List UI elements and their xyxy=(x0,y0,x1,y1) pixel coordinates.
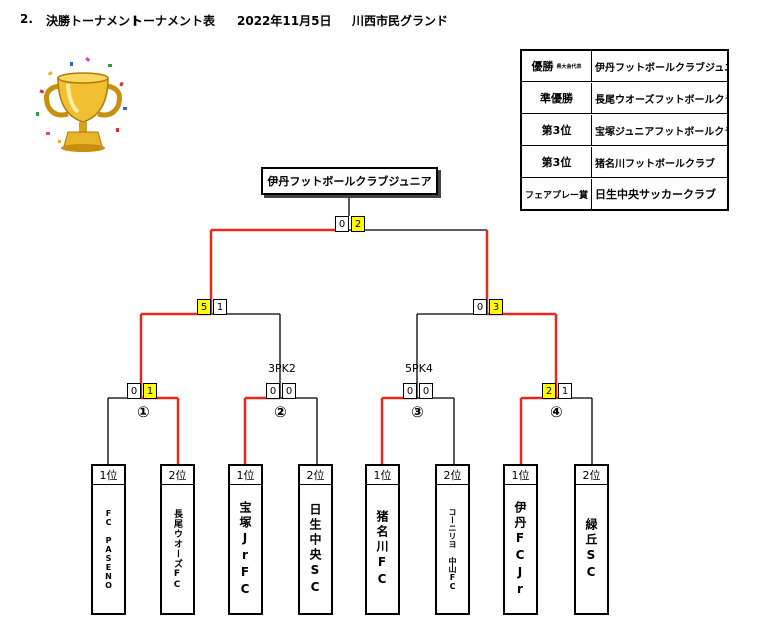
match1-score-left: 0 xyxy=(127,383,141,399)
team-box: 2位 長尾ウオーズFC xyxy=(160,464,195,615)
result-team: 伊丹フットボールクラブジュニア xyxy=(595,62,727,74)
final-score-right: 2 xyxy=(351,216,365,232)
match4-number: ④ xyxy=(550,403,563,421)
match4-score-right: 1 xyxy=(558,383,572,399)
team-box: 2位 コーニリヨ 中山FC xyxy=(435,464,470,615)
team-rank: 2位 xyxy=(162,466,193,485)
team-name: コーニリヨ 中山FC xyxy=(448,508,457,591)
results-row: 優勝 県大会代表 伊丹フットボールクラブジュニア xyxy=(522,51,727,82)
result-team: 宝塚ジュニアフットボールクラブ xyxy=(595,126,727,138)
result-team: 猪名川フットボールクラブ xyxy=(595,158,715,170)
match4-score-left: 2 xyxy=(542,383,556,399)
match2-score-left: 0 xyxy=(266,383,280,399)
results-row: 第3位 猪名川フットボールクラブ xyxy=(522,147,727,178)
result-rank: フェアプレー賞 xyxy=(522,179,592,209)
team-box: 1位 宝塚JrFC xyxy=(228,464,263,615)
page-title: 決勝トーナメント xyxy=(46,14,143,28)
results-row: 第3位 宝塚ジュニアフットボールクラブ xyxy=(522,115,727,146)
semi2-score-left: 0 xyxy=(473,299,487,315)
match3-score-left: 0 xyxy=(403,383,417,399)
team-name: 緑丘SC xyxy=(584,517,598,582)
team-rank: 1位 xyxy=(505,466,536,485)
match1-score-right: 1 xyxy=(143,383,157,399)
team-rank: 1位 xyxy=(93,466,124,485)
match1-number: ① xyxy=(137,403,150,421)
match3-pk: 5PK4 xyxy=(405,362,433,375)
semi2-score-right: 3 xyxy=(489,299,503,315)
results-row: 準優勝 長尾ウオーズフットボールクラブ xyxy=(522,83,727,114)
section-number: 2. xyxy=(20,12,33,26)
champion-box: 伊丹フットボールクラブジュニア xyxy=(261,167,438,195)
team-box: 1位 伊丹FCJr xyxy=(503,464,538,615)
result-team: 長尾ウオーズフットボールクラブ xyxy=(595,94,727,106)
match3-score-right: 0 xyxy=(419,383,433,399)
result-rank: 第3位 xyxy=(522,147,592,177)
result-rank: 優勝 県大会代表 xyxy=(522,51,592,81)
result-rank-label: 優勝 xyxy=(531,60,554,73)
page-subtitle: トーナメント表 xyxy=(131,14,216,28)
team-rank: 1位 xyxy=(230,466,261,485)
result-team: 日生中央サッカークラブ xyxy=(595,188,716,201)
result-rank: 第3位 xyxy=(522,115,592,145)
team-name: 伊丹FCJr xyxy=(513,500,527,599)
team-rank: 2位 xyxy=(300,466,331,485)
event-date: 2022年11月5日 xyxy=(237,14,332,28)
final-score-left: 0 xyxy=(335,216,349,232)
match3-number: ③ xyxy=(411,403,424,421)
team-name: 日生中央SC xyxy=(308,502,322,597)
team-rank: 1位 xyxy=(367,466,398,485)
trophy-icon xyxy=(36,56,127,152)
team-name: FC PASENO xyxy=(104,509,113,590)
semi1-score-right: 1 xyxy=(213,299,227,315)
match2-score-right: 0 xyxy=(282,383,296,399)
results-row: フェアプレー賞 日生中央サッカークラブ xyxy=(522,179,727,209)
team-box: 1位 FC PASENO xyxy=(91,464,126,615)
team-name: 長尾ウオーズFC xyxy=(172,508,182,591)
team-rank: 2位 xyxy=(437,466,468,485)
match2-pk: 3PK2 xyxy=(268,362,296,375)
results-table: 優勝 県大会代表 伊丹フットボールクラブジュニア 準優勝 長尾ウオーズフットボー… xyxy=(520,49,729,211)
team-rank: 2位 xyxy=(576,466,607,485)
match2-number: ② xyxy=(274,403,287,421)
result-note: 県大会代表 xyxy=(556,63,582,70)
team-name: 猪名川FC xyxy=(375,510,389,589)
team-box: 2位 緑丘SC xyxy=(574,464,609,615)
result-rank: 準優勝 xyxy=(522,83,592,113)
team-name: 宝塚JrFC xyxy=(238,500,252,599)
team-box: 1位 猪名川FC xyxy=(365,464,400,615)
team-box: 2位 日生中央SC xyxy=(298,464,333,615)
venue: 川西市民グランド xyxy=(352,14,449,28)
semi1-score-left: 5 xyxy=(197,299,211,315)
